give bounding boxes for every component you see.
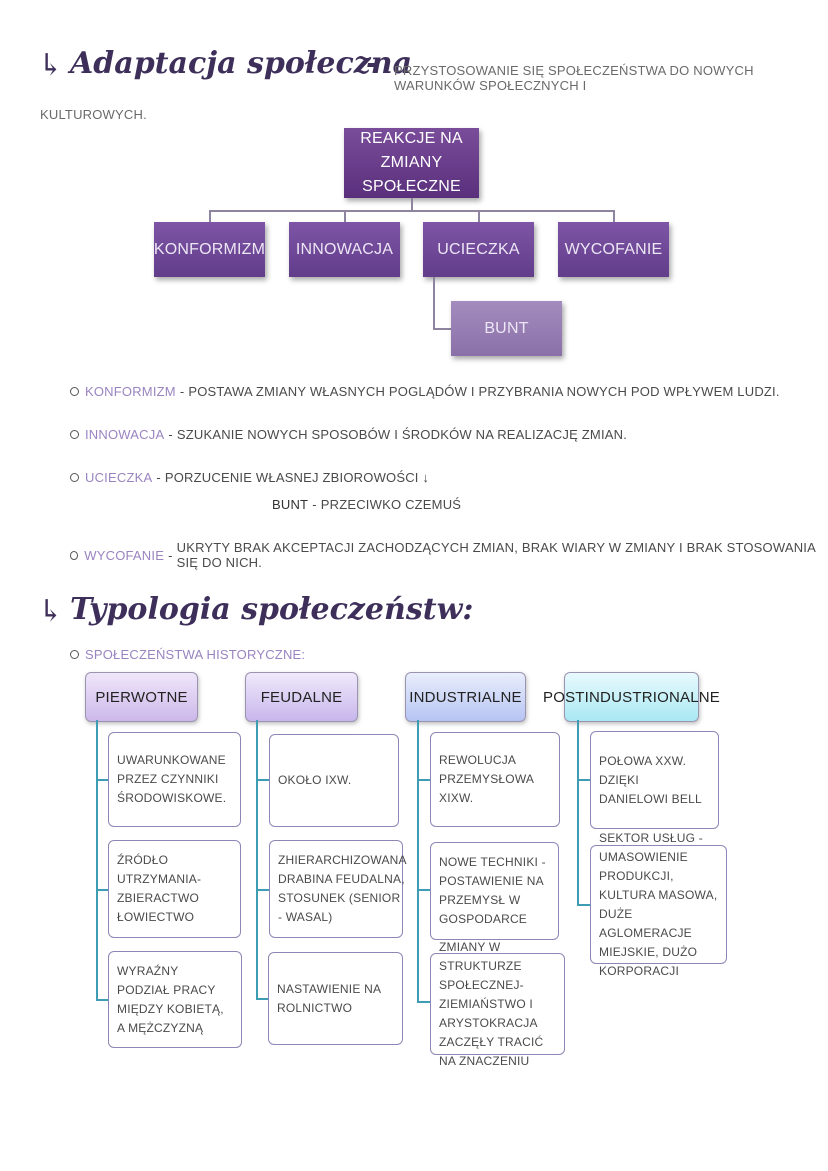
list-item-innowacja: Innowacja- szukanie nowych sposobów i śr… bbox=[70, 427, 627, 442]
connector-line bbox=[344, 210, 346, 222]
list-text: ukryty brak akceptacji zachodzących zmia… bbox=[176, 540, 816, 570]
connector-line bbox=[417, 1001, 430, 1003]
connector-line bbox=[256, 889, 269, 891]
section-title-typologia: Typologia społeczeństw: bbox=[70, 592, 474, 627]
list-item-konformizm: Konformizm- postawa zmiany własnych pogl… bbox=[70, 384, 780, 399]
connector-line bbox=[417, 720, 419, 1003]
card-feudalne-2: Zhierarchizowana drabina feudalna, stosu… bbox=[269, 840, 407, 938]
definition-line-1: przystosowanie się społeczeństwa do nowy… bbox=[394, 63, 754, 93]
card-industrialne-1: Rewolucja przemysłowa XIXw. bbox=[430, 732, 560, 827]
card-feudalne-1: Około IXw. bbox=[269, 734, 399, 827]
connector-line bbox=[96, 720, 98, 1001]
connector-line bbox=[577, 904, 590, 906]
card-pierwotne-3: Wyraźny podział pracy między kobietą, a … bbox=[108, 951, 242, 1048]
list-text: przeciwko czemuś bbox=[320, 497, 462, 512]
list-term: Ucieczka bbox=[85, 470, 153, 485]
list-term: BUNT bbox=[272, 497, 309, 512]
connector-line bbox=[411, 198, 413, 210]
connector-line bbox=[256, 998, 269, 1000]
org-root-box: REAKCJE NA ZMIANY SPOŁECZNE bbox=[344, 128, 479, 198]
type-header-industrialne: Industrialne bbox=[405, 672, 526, 722]
list-term: Innowacja bbox=[85, 427, 165, 442]
bullet-circle-icon bbox=[70, 430, 79, 439]
card-industrialne-2: Nowe techniki - postawienie na przemysł … bbox=[430, 842, 559, 940]
card-postindustrionalne-1: Połowa XXw. dzięki Danielowi Bell bbox=[590, 731, 719, 829]
type-header-postindustrionalne: Postindustrionalne bbox=[543, 672, 720, 722]
org-root-line-1: REAKCJE NA ZMIANY bbox=[360, 130, 463, 171]
type-header-feudalne: Feudalne bbox=[245, 672, 358, 722]
card-pierwotne-2: Źródło utrzymania- zbieractwo łowiectwo bbox=[108, 840, 241, 938]
connector-line bbox=[96, 779, 108, 781]
connector-line bbox=[96, 999, 108, 1001]
subheading-historyczne: Społeczeństwa historyczne: bbox=[70, 647, 305, 662]
org-root-line-2: SPOŁECZNE bbox=[362, 178, 461, 195]
list-subitem-bunt: BUNT- przeciwko czemuś bbox=[272, 497, 462, 512]
connector-line bbox=[577, 720, 579, 906]
org-box-ucieczka: UCIECZKA bbox=[423, 222, 534, 277]
bullet-circle-icon bbox=[70, 387, 79, 396]
subheading-text: Społeczeństwa historyczne: bbox=[85, 647, 306, 662]
card-feudalne-3: Nastawienie na rolnictwo bbox=[268, 952, 403, 1045]
list-text: porzucenie własnej zbiorowości ↓ bbox=[164, 470, 430, 485]
connector-line bbox=[96, 889, 108, 891]
connector-line bbox=[433, 328, 451, 330]
connector-line bbox=[209, 210, 211, 222]
heading-arrow-icon: ↳ bbox=[38, 48, 64, 83]
section-title-adaptacja: Adaptacja społeczna bbox=[70, 46, 413, 81]
card-postindustrionalne-2: Sektor usług - umasowienie produkcji, ku… bbox=[590, 831, 727, 978]
connector-line bbox=[256, 720, 258, 1000]
org-box-innowacja: INNOWACJA bbox=[289, 222, 400, 277]
bullet-circle-icon bbox=[70, 473, 79, 482]
org-box-wycofanie: WYCOFANIE bbox=[558, 222, 669, 277]
connector-line bbox=[209, 210, 614, 212]
connector-line bbox=[478, 210, 480, 222]
card-industrialne-3: Zmiany w strukturze społecznej- ziemiańs… bbox=[430, 940, 565, 1068]
bullet-circle-icon bbox=[70, 550, 79, 560]
org-box-konformizm: KONFORMIZM bbox=[154, 222, 265, 277]
list-term: Konformizm bbox=[85, 384, 176, 399]
card-pierwotne-1: Uwarunkowane przez czynniki środowiskowe… bbox=[108, 732, 241, 827]
connector-line bbox=[256, 779, 269, 781]
connector-line bbox=[417, 779, 430, 781]
list-text: szukanie nowych sposobów i środków na re… bbox=[176, 427, 628, 442]
connector-line bbox=[613, 210, 615, 222]
list-term: Wycofanie bbox=[84, 547, 165, 563]
bullet-circle-icon bbox=[70, 650, 79, 659]
title-dash: - bbox=[366, 46, 379, 81]
definition-line-2: kulturowych. bbox=[40, 107, 147, 122]
list-text: postawa zmiany własnych poglądów i przyb… bbox=[188, 384, 780, 399]
connector-line bbox=[577, 779, 590, 781]
heading-arrow-icon: ↳ bbox=[38, 594, 64, 629]
list-item-wycofanie: Wycofanie- ukryty brak akceptacji zachod… bbox=[70, 540, 828, 570]
connector-line bbox=[433, 277, 435, 328]
type-header-pierwotne: Pierwotne bbox=[85, 672, 198, 722]
org-box-bunt: BUNT bbox=[451, 301, 562, 356]
list-item-ucieczka: Ucieczka- porzucenie własnej zbiorowości… bbox=[70, 470, 429, 485]
connector-line bbox=[417, 889, 430, 891]
